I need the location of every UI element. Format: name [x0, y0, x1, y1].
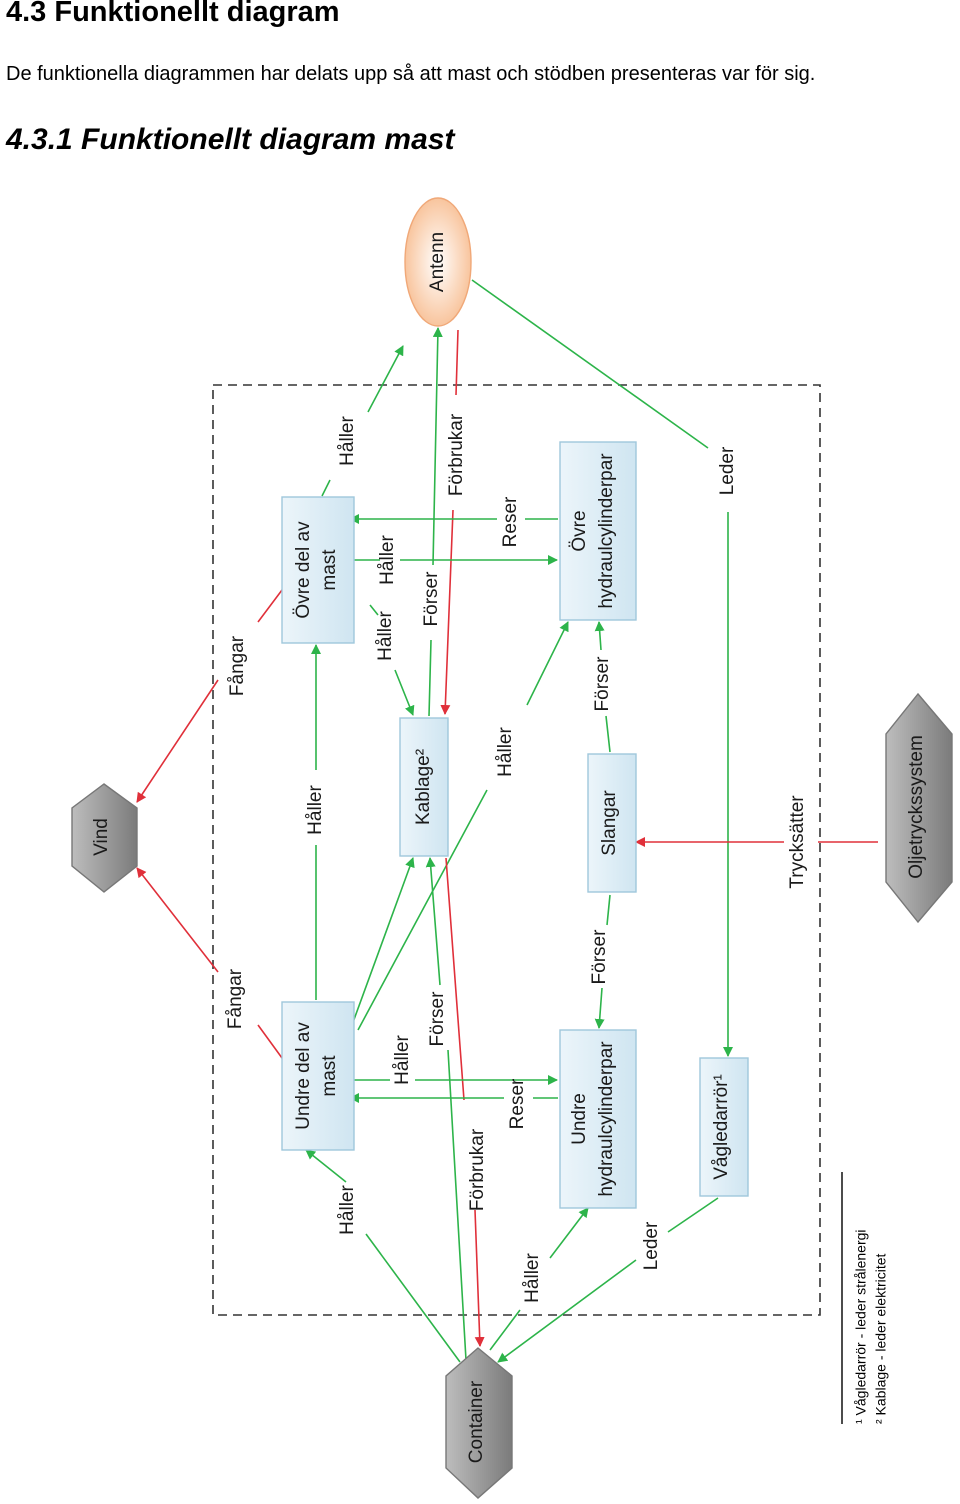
edge-container-kablage: [430, 858, 467, 1361]
label-reser-top: Reser: [500, 496, 521, 547]
edge-slangar-ovre-cyl: [599, 622, 611, 753]
label-leder-bottom: Leder: [641, 1221, 662, 1270]
edge-container-undre-cyl: [489, 1208, 588, 1351]
node-ovre-mast: Övre del av mast: [281, 496, 355, 644]
footnotes: ¹ Vågledarrör - leder strålenergi ² Kabl…: [841, 1172, 889, 1424]
node-undre-mast: Undre del av mast: [281, 1001, 355, 1151]
label-forbrukar-top: Förbrukar: [446, 413, 467, 496]
node-undre-mast-label-2: mast: [319, 1055, 340, 1097]
edge-undre-mast-kablage: [351, 857, 415, 1026]
subsection-heading: 4.3.1 Funktionellt diagram mast: [6, 123, 455, 156]
label-haller-cyl: Håller: [495, 727, 516, 777]
footnote-kablage: ² Kablage - leder elektricitet: [873, 1253, 889, 1424]
node-vind-label: Vind: [91, 818, 112, 856]
label-haller-mid-a: Håller: [377, 535, 398, 585]
label-reser-low: Reser: [507, 1078, 528, 1129]
edge-undremast-vind: [137, 868, 283, 1059]
label-leder-top: Leder: [717, 446, 738, 495]
node-oljetryck-label: Oljetryckssystem: [906, 735, 927, 879]
node-ovre-cyl-label-2: hydraulcylinderpar: [596, 453, 617, 609]
node-vagledarror-label: Vågledarrör¹: [711, 1074, 732, 1180]
label-haller-mast: Håller: [305, 785, 326, 835]
system-boundary: [212, 384, 821, 1316]
label-haller-low: Håller: [392, 1035, 413, 1085]
node-container-label: Container: [466, 1380, 487, 1463]
node-ovre-cyl-label-1: Övre: [569, 510, 590, 551]
edge-ovre-mast-kablage: [369, 604, 413, 715]
node-antenn-label: Antenn: [427, 232, 448, 292]
label-haller-bottom2: Håller: [522, 1253, 543, 1303]
node-oljetryck: Oljetryckssystem: [885, 692, 953, 924]
edge-slangar-undre-cyl: [599, 894, 611, 1028]
edge-container-undre-mast: [306, 1150, 461, 1363]
node-ovre-mast-label-2: mast: [319, 549, 340, 591]
node-ovre-cyl: Övre hydraulcylinderpar: [559, 441, 637, 621]
footnote-vagledarror: ¹ Vågledarrör - leder strålenergi: [853, 1229, 869, 1424]
node-vagledarror: Vågledarrör¹: [699, 1057, 749, 1197]
edge-ovremast-vind: [137, 589, 283, 802]
label-fangar-top: Fångar: [227, 635, 248, 696]
node-ovre-mast-label-1: Övre del av: [293, 521, 314, 619]
connections: [137, 279, 878, 1363]
label-haller-mid-b: Håller: [375, 611, 396, 661]
function-diagram: Antenn Övre del av mast Kablage² Övre hy…: [71, 197, 953, 1499]
edge-kablage-container: [445, 857, 480, 1346]
edge-antenn-vagledarror: [471, 279, 728, 1056]
label-forser-slang-top: Förser: [592, 656, 613, 712]
node-undre-cyl-label-2: hydraulcylinderpar: [596, 1041, 617, 1197]
edge-ovre-mast-antenn: [321, 346, 403, 497]
node-slangar: Slangar: [587, 753, 637, 893]
intro-paragraph: De funktionella diagrammen har delats up…: [6, 63, 816, 85]
label-fangar-bottom: Fångar: [225, 968, 246, 1029]
node-vind: Vind: [71, 783, 138, 893]
label-forser-slang-bot: Förser: [589, 929, 610, 985]
edge-labels: Håller Förbrukar Reser Leder Håller Håll…: [225, 413, 808, 1303]
label-haller-top: Håller: [337, 416, 358, 466]
node-undre-mast-label-1: Undre del av: [293, 1022, 314, 1130]
node-antenn: Antenn: [404, 197, 472, 327]
edge-vagledarror-container: [498, 1197, 719, 1362]
node-kablage: Kablage²: [399, 717, 449, 857]
node-container: Container: [445, 1347, 513, 1499]
label-tryckssatter: Trycksätter: [787, 795, 808, 889]
label-forbrukar-low: Förbrukar: [467, 1128, 488, 1211]
label-forser-low: Förser: [427, 991, 448, 1047]
node-undre-cyl-label-1: Undre: [569, 1093, 590, 1145]
edge-undre-mast-ovre-cyl: [357, 622, 568, 1031]
label-forser-mid: Förser: [421, 571, 442, 627]
node-kablage-label: Kablage²: [413, 749, 434, 825]
edge-antenn-kablage: [445, 329, 459, 714]
node-undre-cyl: Undre hydraulcylinderpar: [559, 1029, 637, 1209]
edge-kablage-antenn: [429, 328, 438, 717]
section-heading: 4.3 Funktionellt diagram: [6, 0, 340, 28]
label-haller-bottom: Håller: [337, 1185, 358, 1235]
node-slangar-label: Slangar: [599, 790, 620, 856]
